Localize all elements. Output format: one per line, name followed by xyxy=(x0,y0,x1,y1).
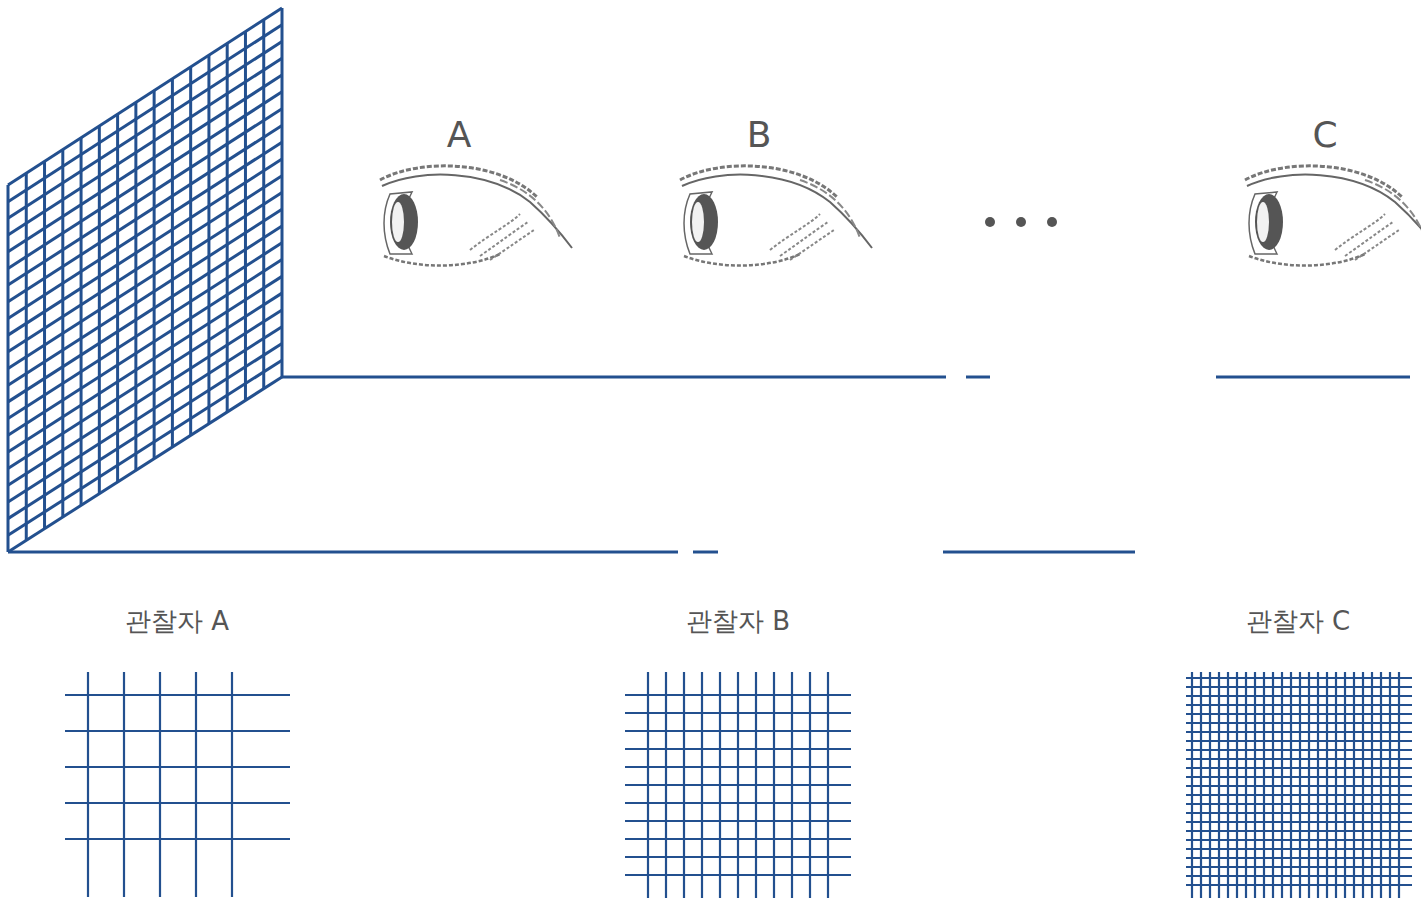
grid-line xyxy=(625,712,851,714)
lower-lid xyxy=(1249,254,1365,266)
wall-horizontal xyxy=(8,159,282,335)
wall-horizontal xyxy=(8,293,282,468)
highlight xyxy=(392,202,404,242)
wall-horizontal xyxy=(8,8,282,185)
wall-horizontal xyxy=(8,75,282,252)
skin-shading xyxy=(770,214,834,260)
wall-horizontal xyxy=(8,360,282,535)
grid-line xyxy=(65,730,290,732)
grid-line xyxy=(1186,884,1412,886)
grid-line xyxy=(1186,722,1412,724)
lower-lid xyxy=(384,254,500,266)
skin-shading xyxy=(1335,214,1399,260)
skin-shading xyxy=(470,214,534,260)
grid-line xyxy=(625,820,851,822)
grid-line xyxy=(65,838,290,840)
grid-line xyxy=(87,672,89,897)
grid-line xyxy=(65,766,290,768)
grid-line xyxy=(1186,857,1412,859)
wall-horizontal xyxy=(8,226,282,402)
brow-fold xyxy=(1365,180,1421,238)
wall-horizontal xyxy=(8,25,282,202)
grid-line xyxy=(1186,866,1412,868)
grid-line xyxy=(1186,677,1412,679)
observer-grids xyxy=(65,672,1412,898)
grid-line xyxy=(625,766,851,768)
grid-line xyxy=(1186,695,1412,697)
grid-line xyxy=(1186,686,1412,688)
grid-line xyxy=(1186,803,1412,805)
grid-line xyxy=(625,694,851,696)
grid-wall xyxy=(8,8,282,552)
observer-label: 관찰자 C xyxy=(1246,606,1350,637)
grid-line xyxy=(1186,740,1412,742)
eye xyxy=(380,166,572,266)
observer-label: 관찰자 A xyxy=(125,606,229,637)
wall-horizontal xyxy=(8,58,282,235)
eye-letter: B xyxy=(747,113,772,156)
grid-line xyxy=(65,802,290,804)
wall-horizontal xyxy=(8,125,282,301)
wall-horizontal xyxy=(8,109,282,285)
wall-horizontal xyxy=(8,142,282,318)
grid-line xyxy=(159,672,161,897)
wall-horizontal xyxy=(8,327,282,502)
wall-horizontal xyxy=(8,310,282,485)
wall-horizontal xyxy=(8,209,282,385)
grid-line xyxy=(1186,785,1412,787)
grid-line xyxy=(1186,821,1412,823)
wall-horizontal xyxy=(8,377,282,552)
grid-line xyxy=(1186,812,1412,814)
grid-line xyxy=(65,694,290,696)
grid-line xyxy=(1186,830,1412,832)
eye-letter: A xyxy=(447,113,472,156)
wall-horizontal xyxy=(8,42,282,219)
wall-horizontal xyxy=(8,260,282,436)
iris xyxy=(690,194,718,250)
wall-horizontal xyxy=(8,176,282,352)
wall-horizontal xyxy=(8,343,282,518)
observer-label: 관찰자 B xyxy=(686,606,790,637)
eye-illustrations xyxy=(380,166,1421,266)
grid-line xyxy=(123,672,125,897)
grid-line xyxy=(1186,758,1412,760)
eye xyxy=(680,166,872,266)
ellipsis-dots xyxy=(985,217,1057,227)
grid-line xyxy=(1186,875,1412,877)
iris xyxy=(390,194,418,250)
grid-line xyxy=(1186,848,1412,850)
grid-line xyxy=(1186,713,1412,715)
wall-horizontal xyxy=(8,276,282,452)
grid-line xyxy=(1186,704,1412,706)
grid-line xyxy=(625,874,851,876)
eye xyxy=(1245,166,1421,266)
brow-fold xyxy=(500,180,560,238)
grid-line xyxy=(1186,839,1412,841)
wall-horizontal xyxy=(8,92,282,269)
floor-lines xyxy=(8,377,1410,552)
lower-lid xyxy=(684,254,800,266)
eye-letter: C xyxy=(1312,113,1337,156)
grid-line xyxy=(1186,749,1412,751)
grid-line xyxy=(625,784,851,786)
grid-line xyxy=(231,672,233,897)
grid-line xyxy=(625,730,851,732)
grid-line xyxy=(625,856,851,858)
grid-line xyxy=(195,672,197,897)
wall-horizontal xyxy=(8,243,282,419)
brow-fold xyxy=(800,180,860,238)
wall-horizontal xyxy=(8,193,282,369)
highlight xyxy=(692,202,704,242)
grid-line xyxy=(1186,767,1412,769)
grid-line xyxy=(1186,794,1412,796)
highlight xyxy=(1257,202,1269,242)
grid-line xyxy=(625,838,851,840)
grid-line xyxy=(625,802,851,804)
grid-line xyxy=(625,748,851,750)
iris xyxy=(1255,194,1283,250)
grid-line xyxy=(1186,731,1412,733)
grid-line xyxy=(1186,776,1412,778)
